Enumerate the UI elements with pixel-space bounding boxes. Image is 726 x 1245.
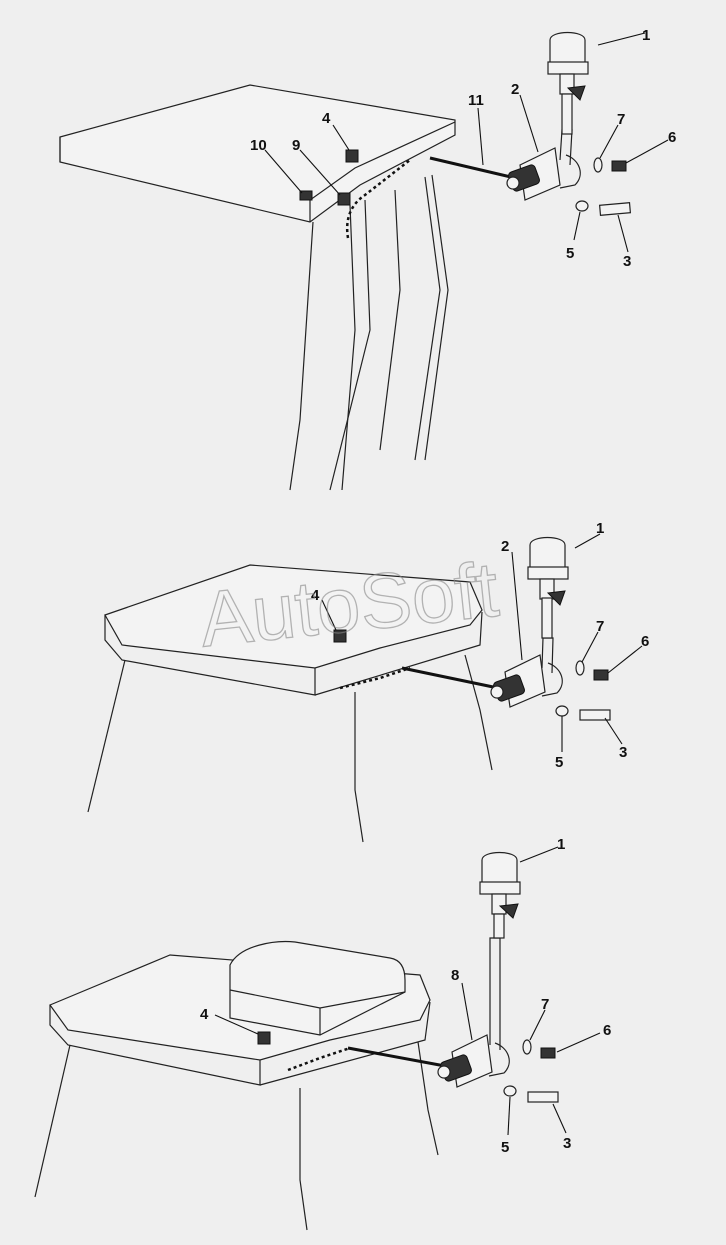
callout-3: 3 <box>563 1135 571 1152</box>
callout-6: 6 <box>641 633 649 650</box>
beacon-light-1-middle <box>527 536 569 639</box>
callout-7: 7 <box>596 618 604 635</box>
bolt-6-top <box>611 160 627 172</box>
clip-9-top <box>337 192 351 206</box>
callout-7: 7 <box>617 111 625 128</box>
callout-1: 1 <box>557 836 565 853</box>
washer-5-middle <box>555 705 569 717</box>
bolt-6-middle <box>593 669 609 681</box>
bracket-8-bottom <box>437 937 510 1088</box>
beacon-light-1-top <box>547 31 589 135</box>
cable-3 <box>347 1046 446 1068</box>
callout-2: 2 <box>501 538 509 555</box>
cab-pillar-2a <box>87 659 126 813</box>
callout-6: 6 <box>668 129 676 146</box>
callout-6: 6 <box>603 1022 611 1039</box>
beacon-light-1-bottom <box>479 851 521 939</box>
bolt-3-middle <box>579 709 611 721</box>
wire-3 <box>287 1046 351 1072</box>
callout-5: 5 <box>555 754 563 771</box>
callout-8: 8 <box>451 967 459 984</box>
screw-10-top <box>299 190 313 201</box>
diagram-bottom: 1 8 4 7 6 5 3 <box>34 836 611 1231</box>
washer-5-top <box>575 200 589 212</box>
bracket-2-middle <box>490 637 563 708</box>
callout-5: 5 <box>566 245 574 262</box>
callout-3: 3 <box>623 253 631 270</box>
cab-roof-top-2 <box>104 564 483 669</box>
roof-box <box>229 941 406 1036</box>
wire-1 <box>346 159 411 239</box>
bolt-3-top <box>598 202 632 216</box>
bolt-3-bottom <box>527 1091 559 1103</box>
callout-7: 7 <box>541 996 549 1013</box>
washer-7-bottom <box>522 1039 532 1055</box>
callout-4: 4 <box>311 587 320 604</box>
watermark: AutoSoft <box>196 545 503 664</box>
cable-2 <box>401 666 499 690</box>
bolt-6-bottom <box>540 1047 556 1059</box>
callout-3: 3 <box>619 744 627 761</box>
cab-roof-top-1 <box>59 84 456 223</box>
callout-10: 10 <box>250 137 267 154</box>
diagram-top: 1 2 11 4 10 9 7 6 5 3 <box>59 27 676 491</box>
washer-7-top <box>593 157 603 173</box>
bracket-2-top <box>506 129 581 201</box>
nut-4-middle <box>333 629 347 643</box>
callout-5: 5 <box>501 1139 509 1156</box>
callout-4: 4 <box>200 1006 209 1023</box>
cab-pillar-1a <box>289 221 314 491</box>
diagram-middle: 1 2 4 7 6 5 3 AutoSoft <box>87 520 649 843</box>
washer-5-bottom <box>503 1085 517 1097</box>
washer-7-middle <box>575 660 585 676</box>
nut-4-top <box>345 149 359 163</box>
callout-1: 1 <box>642 27 650 44</box>
nut-4-bottom <box>257 1031 271 1045</box>
callout-9: 9 <box>292 137 300 154</box>
callout-2: 2 <box>511 81 519 98</box>
callout-1: 1 <box>596 520 604 537</box>
cab-pillar-3a <box>34 1044 71 1198</box>
cable-11 <box>429 156 516 180</box>
wire-2 <box>339 666 411 690</box>
callout-11: 11 <box>468 92 484 109</box>
callout-4: 4 <box>322 110 331 127</box>
